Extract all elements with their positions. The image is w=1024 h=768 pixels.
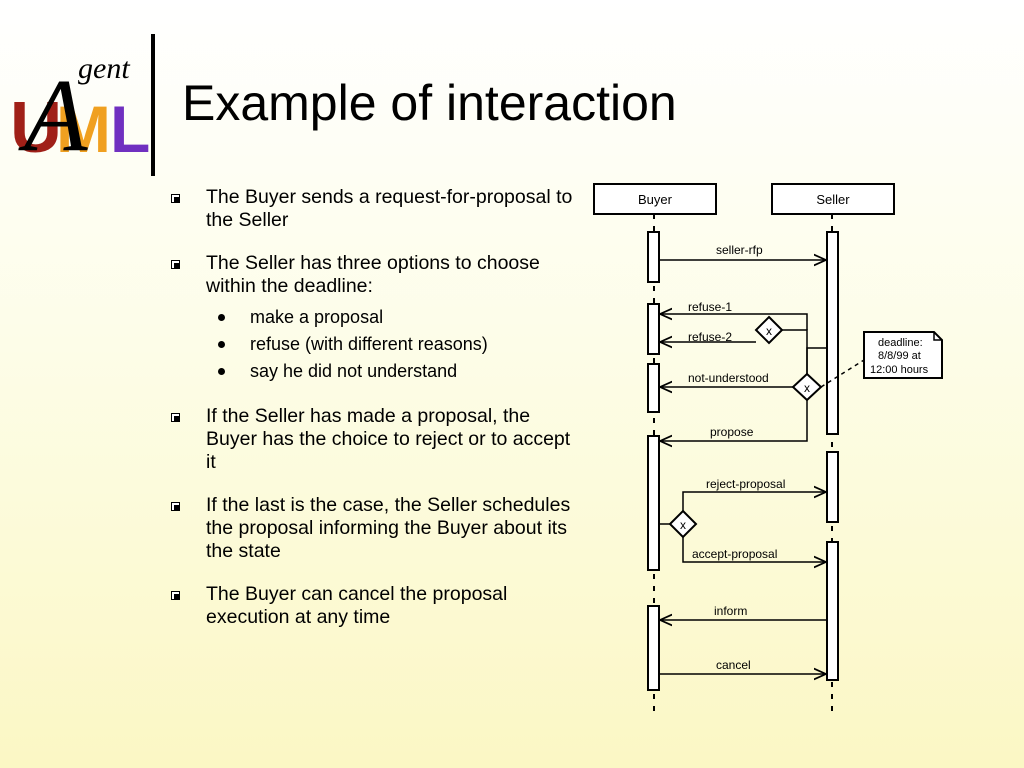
propose-label: propose — [710, 425, 754, 439]
sub-bullet-item: make a proposal — [206, 304, 576, 331]
dot-bullet-icon — [218, 314, 225, 321]
refuse-2-label: refuse-2 — [688, 330, 732, 344]
bullet-item: If the Seller has made a proposal, the B… — [166, 405, 576, 474]
bullet-text: If the Seller has made a proposal, the B… — [206, 405, 571, 473]
refuse-1-label: refuse-1 — [688, 300, 732, 314]
square-bullet-icon — [171, 194, 180, 203]
bullet-list: The Buyer sends a request-for-proposal t… — [166, 186, 576, 649]
buyer-activation-bar — [647, 605, 660, 691]
deadline-note-line1: deadline: — [878, 337, 923, 349]
bullet-text: If the last is the case, the Seller sche… — [206, 494, 571, 562]
sub-bullet-text: make a proposal — [250, 307, 384, 327]
bullet-item: The Seller has three options to choose w… — [166, 252, 576, 385]
deadline-note-line3: 12:00 hours — [870, 364, 929, 376]
seller-activation-bar — [826, 231, 839, 435]
buyer-participant: Buyer — [593, 183, 717, 215]
square-bullet-icon — [171, 591, 180, 600]
refuse-1-arrow — [660, 314, 808, 330]
choice-x-symbol: x — [766, 324, 772, 338]
buyer-activation-bar — [647, 231, 660, 283]
dot-bullet-icon — [218, 368, 225, 375]
buyer-label: Buyer — [638, 192, 673, 207]
sub-bullet-item: refuse (with different reasons) — [206, 331, 576, 358]
square-bullet-icon — [171, 502, 180, 511]
reject-proposal-arrow — [682, 492, 826, 511]
dot-bullet-icon — [218, 341, 225, 348]
buyer-activation-bar — [647, 363, 660, 413]
sub-bullet-list: make a proposal refuse (with different r… — [206, 304, 576, 385]
accept-proposal-arrow — [682, 537, 826, 562]
title-divider — [151, 34, 155, 176]
choice-x-symbol: x — [804, 381, 810, 395]
seller-label: Seller — [816, 192, 850, 207]
seller-activation-bar — [826, 541, 839, 681]
choice-x-symbol: x — [680, 518, 686, 532]
bullet-text: The Buyer can cancel the proposal execut… — [206, 583, 508, 628]
bullet-text: The Seller has three options to choose w… — [206, 252, 540, 297]
page-title: Example of interaction — [182, 75, 677, 131]
logo-m-letter: M — [56, 92, 111, 166]
logo-u-letter: U — [10, 88, 62, 168]
square-bullet-icon — [171, 260, 180, 269]
bullet-item: The Buyer can cancel the proposal execut… — [166, 583, 576, 629]
propose-arrow — [660, 400, 808, 441]
agent-uml-logo: gent U M L A — [10, 52, 150, 170]
seller-activation-bar — [826, 451, 839, 523]
accept-proposal-label: accept-proposal — [692, 547, 777, 561]
sequence-diagram: Buyer Seller seller-rfp refuse-1 refuse-… — [593, 183, 943, 716]
bullet-item: The Buyer sends a request-for-proposal t… — [166, 186, 576, 232]
square-bullet-icon — [171, 413, 180, 422]
reject-proposal-label: reject-proposal — [706, 477, 785, 491]
buyer-activation-bar — [647, 435, 660, 571]
buyer-activation-bar — [647, 303, 660, 355]
inform-label: inform — [714, 604, 747, 618]
seller-to-choice-connector — [806, 347, 826, 374]
seller-participant: Seller — [771, 183, 895, 215]
sub-bullet-text: refuse (with different reasons) — [250, 334, 488, 354]
deadline-note: deadline: 8/8/99 at 12:00 hours — [863, 331, 943, 379]
sub-bullet-text: say he did not understand — [250, 361, 458, 381]
seller-rfp-label: seller-rfp — [716, 243, 763, 257]
logo-a-letter: A — [18, 58, 88, 170]
logo-l-letter: L — [110, 92, 150, 166]
deadline-note-line2: 8/8/99 at — [878, 350, 921, 362]
sub-bullet-item: say he did not understand — [206, 358, 576, 385]
logo-gent-text: gent — [78, 52, 130, 85]
cancel-label: cancel — [716, 658, 751, 672]
not-understood-label: not-understood — [688, 371, 769, 385]
refuse-choice-diamond — [754, 315, 784, 345]
bullet-text: The Buyer sends a request-for-proposal t… — [206, 186, 573, 231]
bullet-item: If the last is the case, the Seller sche… — [166, 494, 576, 563]
deadline-connector — [820, 359, 865, 388]
